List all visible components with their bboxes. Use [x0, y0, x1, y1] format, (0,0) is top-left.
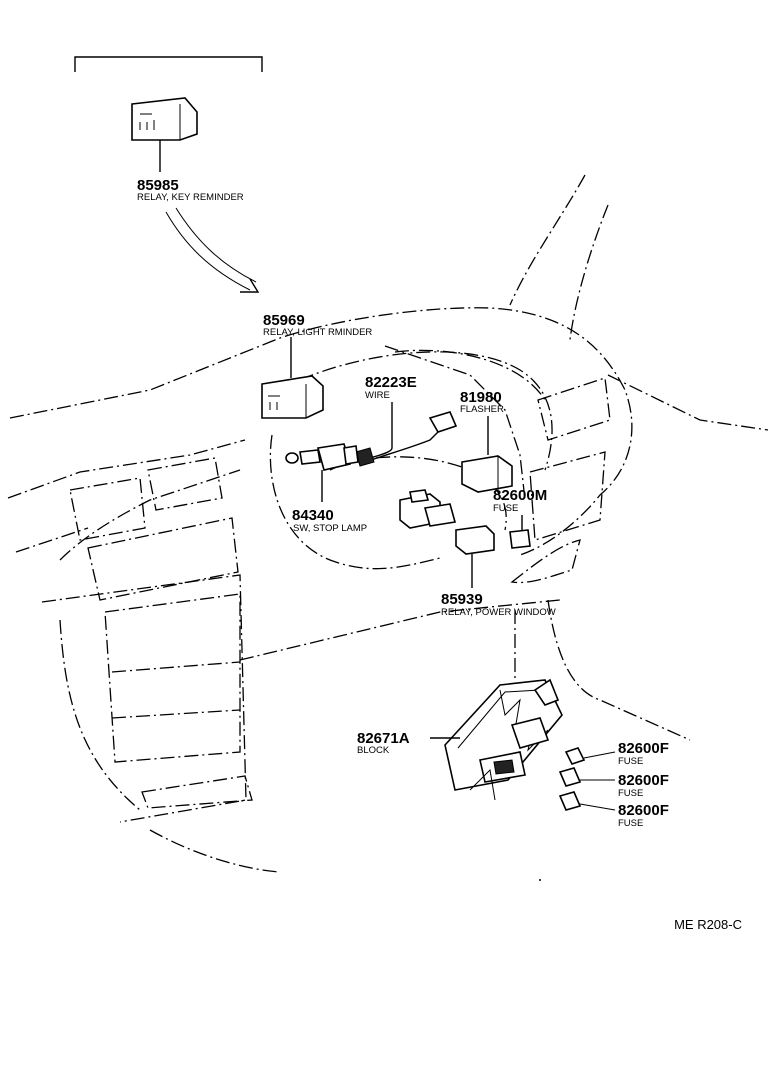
key-reminder-relay-number: 85985: [137, 177, 179, 194]
fuse-f2-name: FUSE: [618, 788, 643, 799]
fuse-m-name: FUSE: [493, 503, 518, 514]
flasher-name: FLASHER: [460, 404, 504, 415]
fuse-f3-number: 82600F: [618, 802, 669, 819]
power-window-relay-drawing: [455, 525, 495, 588]
flasher-number: 81980: [460, 389, 502, 406]
block-name: BLOCK: [357, 745, 390, 756]
wire-name: WIRE: [365, 390, 390, 401]
stop-lamp-switch-name: SW, STOP LAMP: [293, 523, 367, 534]
instrument-panel-outline: [7, 174, 768, 873]
light-reminder-relay-name: RELAY, LIGHT RMINDER: [263, 327, 372, 338]
stop-lamp-switch-number: 84340: [292, 507, 334, 524]
power-window-relay-number: 85939: [441, 591, 483, 608]
flasher-drawing: [461, 416, 513, 493]
location-arrow: [165, 207, 260, 293]
wire-harness-drawing: [355, 402, 458, 467]
block-number: 82671A: [357, 730, 410, 747]
fuse-m-number: 82600M: [493, 487, 547, 504]
fuse-f-drawing: [558, 747, 616, 811]
key-reminder-relay-drawing: [131, 97, 198, 172]
wire-number: 82223E: [365, 374, 417, 391]
block-drawing: [430, 678, 563, 801]
fuse-m-drawing: [509, 515, 531, 549]
light-reminder-relay-drawing: [261, 337, 324, 419]
fuse-f2-number: 82600F: [618, 772, 669, 789]
key-reminder-relay-name: RELAY, KEY REMINDER: [137, 192, 244, 203]
reference-code: ME R208-C: [674, 917, 742, 932]
stop-lamp-switch-drawing: [285, 443, 359, 502]
stray-mark: [539, 879, 541, 881]
fuse-f1-number: 82600F: [618, 740, 669, 757]
fuse-f1-name: FUSE: [618, 756, 643, 767]
power-window-relay-name: RELAY, POWER WINDOW: [441, 607, 556, 618]
light-reminder-relay-number: 85969: [263, 312, 305, 329]
junction-brackets-drawing: [399, 489, 457, 529]
fuse-f3-name: FUSE: [618, 818, 643, 829]
group-bracket: [74, 56, 263, 72]
